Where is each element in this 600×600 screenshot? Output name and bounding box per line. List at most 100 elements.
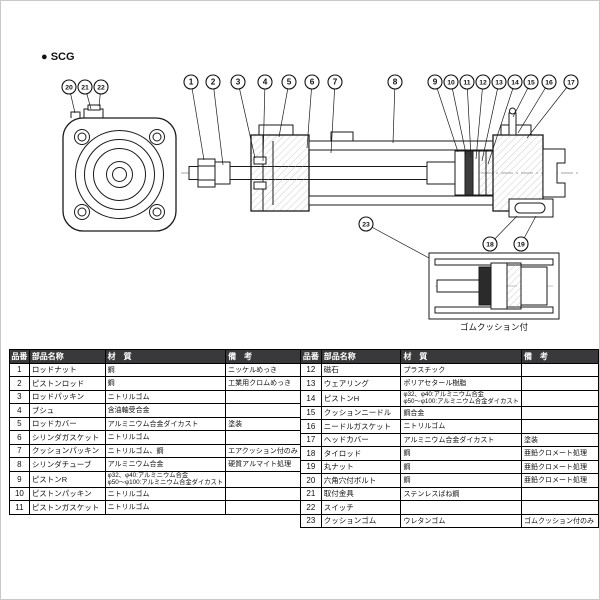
part-material: 鋼合金 xyxy=(400,405,522,421)
callout-8: 8 xyxy=(387,74,403,144)
part-no: 15 xyxy=(299,405,322,421)
part-material: アルミニウム合金ダイカスト xyxy=(104,416,227,431)
part-no: 21 xyxy=(299,486,322,502)
part-material: ポリアセタール樹脂 xyxy=(400,376,522,391)
part-remark xyxy=(520,405,599,421)
part-no: 12 xyxy=(299,362,322,377)
svg-text:12: 12 xyxy=(479,80,487,87)
part-no: 4 xyxy=(9,403,30,418)
part-name: 取付金具 xyxy=(320,486,402,502)
part-remark xyxy=(225,470,301,488)
callout-19: 19 xyxy=(513,215,537,252)
svg-text:8: 8 xyxy=(393,78,398,87)
part-material: プラスチック xyxy=(400,362,522,377)
svg-text:21: 21 xyxy=(81,85,89,92)
col-header-no: 品番 xyxy=(299,349,322,364)
part-name: シリンダチューブ xyxy=(28,457,106,472)
part-name: スイッチ xyxy=(320,500,402,515)
callout-3: 3 xyxy=(230,74,256,159)
svg-text:6: 6 xyxy=(310,78,315,87)
part-no: 22 xyxy=(299,500,322,515)
part-name: ロッドパッキン xyxy=(28,389,106,404)
part-material: アルミニウム合金 xyxy=(104,457,227,472)
part-no: 17 xyxy=(299,432,322,448)
col-header-name: 部品名称 xyxy=(320,349,402,364)
switch-icon xyxy=(87,104,101,111)
part-remark: 亜鉛クロメート処理 xyxy=(520,473,599,488)
part-remark: 塗装 xyxy=(520,432,599,448)
cushion-collar-part xyxy=(426,161,456,185)
callout-15: 15 xyxy=(512,74,539,118)
cushion-rubber-part xyxy=(478,266,492,306)
svg-text:20: 20 xyxy=(65,85,73,92)
part-name: ロッドカバー xyxy=(28,416,106,431)
part-material: ニトリルゴム xyxy=(104,430,227,445)
svg-text:17: 17 xyxy=(567,80,575,87)
part-material xyxy=(400,500,522,515)
svg-text:9: 9 xyxy=(433,78,438,87)
part-no: 13 xyxy=(299,376,322,391)
col-header-name: 部品名称 xyxy=(28,349,106,364)
part-remark: 工業用クロムめっき xyxy=(225,376,301,391)
col-header-no: 品番 xyxy=(9,349,30,364)
part-no: 18 xyxy=(299,446,322,461)
part-name: タイロッド xyxy=(320,446,402,461)
part-name: ピストンロッド xyxy=(28,376,106,391)
col-header-remark: 備 考 xyxy=(520,349,599,364)
part-remark xyxy=(520,389,599,407)
svg-text:15: 15 xyxy=(527,80,535,87)
part-no: 9 xyxy=(9,470,30,488)
part-name: ピストンガスケット xyxy=(28,500,106,515)
callout-10: 10 xyxy=(443,74,467,155)
front-view xyxy=(62,104,177,232)
part-name: クッションゴム xyxy=(320,513,402,529)
part-name: ロッドナット xyxy=(28,362,106,377)
detail-caption: ゴムクッション付 xyxy=(459,322,528,332)
callout-4: 4 xyxy=(257,74,273,162)
callout-2: 2 xyxy=(205,74,224,166)
part-material: 鋼 xyxy=(104,362,227,377)
part-no: 20 xyxy=(299,473,322,488)
part-name: ピストンH xyxy=(320,389,402,407)
callout-20: 20 xyxy=(61,79,77,114)
callout-13: 13 xyxy=(481,74,507,162)
callout-14: 14 xyxy=(487,74,523,165)
part-no: 7 xyxy=(9,443,30,458)
col-header-remark: 備 考 xyxy=(225,349,301,364)
mount-bolt-icon xyxy=(70,111,81,118)
part-remark: 亜鉛クロメート処理 xyxy=(520,459,599,475)
part-remark xyxy=(225,486,301,502)
part-no: 23 xyxy=(299,513,322,529)
rod-nut-part xyxy=(197,158,231,188)
part-name: ウェアリング xyxy=(320,376,402,391)
part-material: ニトリルゴム xyxy=(104,486,227,502)
svg-text:22: 22 xyxy=(97,85,105,92)
part-material: アルミニウム合金ダイカスト xyxy=(400,432,522,448)
series-label: ● SCG xyxy=(41,51,75,63)
part-material: ニトリルゴム xyxy=(104,500,227,515)
callout-22: 22 xyxy=(93,79,109,107)
callout-7: 7 xyxy=(327,74,343,154)
part-remark xyxy=(520,419,599,434)
part-remark xyxy=(520,376,599,391)
part-no: 19 xyxy=(299,459,322,475)
part-name: ブシュ xyxy=(28,403,106,418)
part-no: 5 xyxy=(9,416,30,431)
part-material: 含油軸受合金 xyxy=(104,403,227,418)
callout-16: 16 xyxy=(517,74,557,134)
